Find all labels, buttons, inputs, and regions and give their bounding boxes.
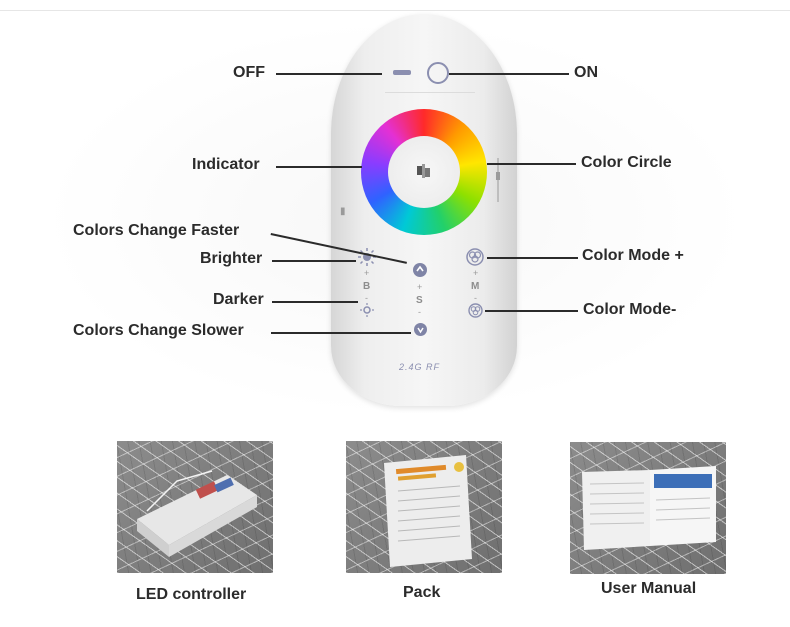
user-manual-picture: [570, 442, 726, 574]
top-divider: [0, 10, 790, 11]
leader-color-circle: [487, 163, 576, 165]
brightness-plus-mark: +: [364, 268, 369, 278]
leader-color-mode-minus: [485, 310, 578, 312]
label-color-mode-minus: Color Mode-: [583, 301, 676, 319]
label-off: OFF: [233, 64, 265, 82]
brightness-minus-mark: -: [365, 293, 368, 303]
sun-dim-icon[interactable]: [360, 303, 374, 317]
caption-user-manual: User Manual: [601, 580, 696, 598]
caption-led-controller: LED controller: [136, 586, 246, 604]
off-button[interactable]: [393, 70, 411, 75]
leader-darker: [272, 301, 358, 303]
leader-off: [276, 73, 382, 75]
mode-plus-mark: +: [473, 268, 478, 278]
pack-picture: [346, 441, 502, 573]
leader-brighter: [272, 260, 356, 262]
mode-plus-icon[interactable]: [466, 248, 484, 266]
on-button[interactable]: [427, 62, 449, 84]
label-on: ON: [574, 64, 598, 82]
speed-plus-mark: +: [417, 282, 422, 292]
bulb-icon: [414, 163, 434, 181]
leader-colors-change-slower: [271, 332, 411, 334]
leader-color-mode-plus: [487, 257, 578, 259]
leader-on: [449, 73, 569, 75]
mode-minus-icon[interactable]: [468, 303, 483, 318]
label-color-mode-plus: Color Mode +: [582, 247, 684, 265]
mode-minus-mark: -: [474, 293, 477, 303]
label-darker: Darker: [213, 291, 264, 309]
mode-letter: M: [471, 281, 479, 292]
thumbnail-user-manual: [570, 442, 726, 574]
label-brighter: Brighter: [200, 250, 262, 268]
label-indicator: Indicator: [192, 156, 260, 174]
speed-down-icon[interactable]: [413, 322, 428, 337]
speed-minus-mark: -: [418, 307, 421, 317]
label-colors-change-faster: Colors Change Faster: [73, 222, 239, 240]
label-colors-change-slower: Colors Change Slower: [73, 322, 244, 340]
speed-letter: S: [416, 295, 423, 306]
thumbnail-pack: [346, 441, 502, 573]
caption-pack: Pack: [403, 584, 440, 602]
side-mark-left: ▮: [340, 206, 346, 217]
thumbnail-led-controller: [117, 441, 273, 573]
remote-divider: [385, 92, 475, 93]
led-controller-picture: [117, 441, 273, 573]
brightness-letter: B: [363, 281, 370, 292]
speed-up-icon[interactable]: [412, 262, 428, 278]
leader-indicator: [276, 166, 362, 168]
label-color-circle: Color Circle: [581, 154, 672, 172]
rf-logo-text: 2.4G RF: [399, 362, 440, 372]
